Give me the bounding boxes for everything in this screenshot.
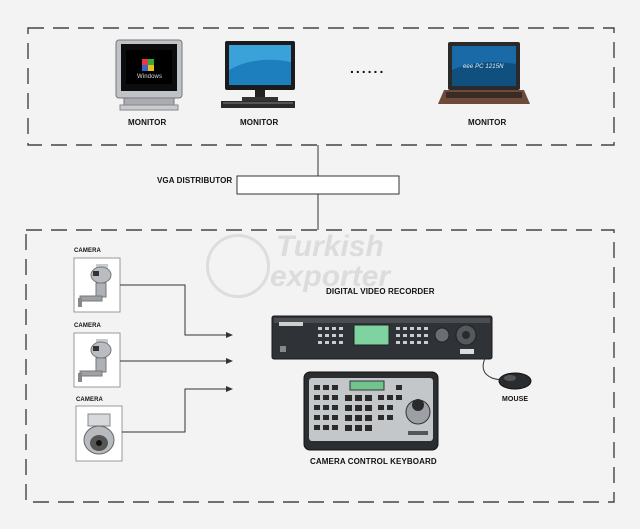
vga-distributor-box	[236, 175, 400, 195]
camera-connections	[120, 284, 228, 433]
dvr-device	[271, 315, 493, 360]
laptop-screen-text: eee PC 1215N	[463, 64, 504, 70]
monitor-label-1: MONITOR	[128, 118, 167, 127]
arrowheads	[226, 332, 233, 392]
camera-keyboard-device	[303, 371, 439, 451]
mouse-label: MOUSE	[502, 396, 529, 403]
system-group-border	[25, 229, 615, 503]
lcd-monitor	[221, 41, 295, 108]
dome-camera	[75, 405, 123, 462]
more-monitors-ellipsis: ......	[350, 60, 386, 76]
dvr-label: DIGITAL VIDEO RECORDER	[326, 287, 435, 296]
vga-distributor-label: VGA DISTRIBUTOR	[157, 176, 233, 185]
crt-screen-text: Windows	[137, 74, 163, 80]
watermark-line2: exporter	[270, 260, 391, 293]
crt-monitor	[115, 39, 183, 111]
monitor-label-3: MONITOR	[468, 118, 507, 127]
camera-label-2: CAMERA	[74, 323, 101, 329]
watermark-ring-icon	[206, 234, 270, 298]
keyboard-label: CAMERA CONTROL KEYBOARD	[310, 457, 437, 466]
ptz-camera-2	[73, 332, 121, 388]
watermark-line1: Turkish	[276, 230, 384, 263]
ptz-camera-1	[73, 257, 121, 313]
laptop	[438, 42, 530, 104]
mouse-device	[498, 372, 532, 390]
camera-label-3: CAMERA	[76, 397, 103, 403]
camera-label-1: CAMERA	[74, 248, 101, 254]
monitor-label-2: MONITOR	[240, 118, 279, 127]
